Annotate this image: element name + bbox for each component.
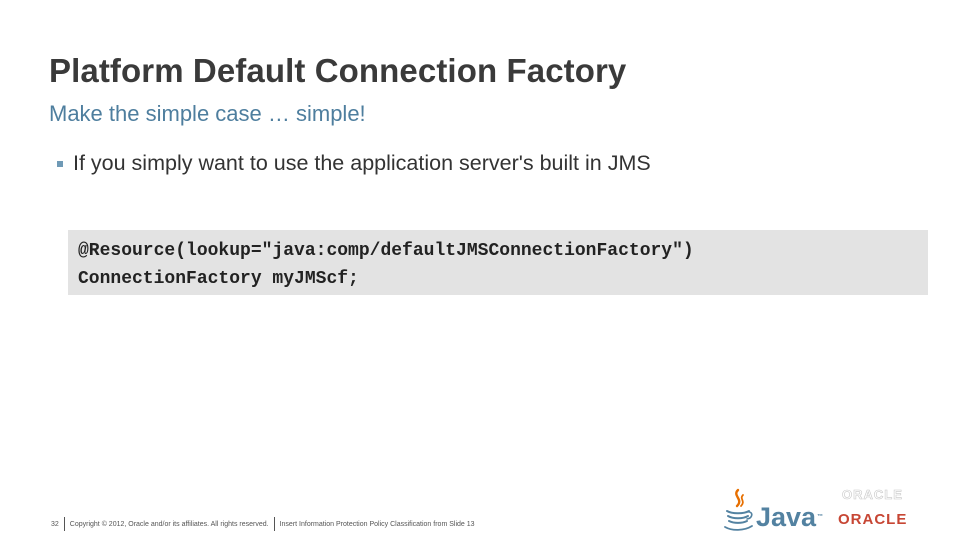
classification-text: Insert Information Protection Policy Cla… — [279, 520, 475, 528]
slide-subtitle: Make the simple case … simple! — [49, 101, 366, 126]
footer-divider — [63, 517, 65, 531]
page-number: 32 — [51, 520, 59, 528]
oracle-logo: ORACLE — [838, 511, 908, 528]
java-wordmark: Java™ — [756, 502, 824, 532]
code-block: @Resource(lookup="java:comp/defaultJMSCo… — [68, 230, 928, 295]
code-line: ConnectionFactory myJMScf; — [78, 269, 359, 289]
footer: 32 Copyright © 2012, Oracle and/or its a… — [51, 517, 475, 531]
oracle-watermark-logo: ORACLE — [842, 487, 903, 503]
java-logo: Java™ — [722, 488, 823, 532]
java-cup-icon — [724, 488, 753, 531]
bullet-item: If you simply want to use the applicatio… — [57, 151, 651, 176]
copyright-text: Copyright © 2012, Oracle and/or its affi… — [69, 520, 269, 528]
bullet-square-icon — [57, 160, 63, 167]
code-line: @Resource(lookup="java:comp/defaultJMSCo… — [78, 241, 694, 261]
slide-title: Platform Default Connection Factory — [49, 52, 627, 89]
footer-divider — [273, 517, 275, 531]
bullet-text: If you simply want to use the applicatio… — [73, 151, 651, 175]
